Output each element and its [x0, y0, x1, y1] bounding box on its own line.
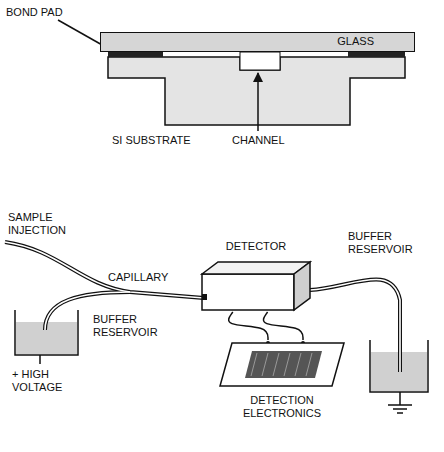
node-label: DETECTOR: [198, 240, 314, 253]
part-label: CAPILLARY: [108, 271, 178, 284]
detector-box: DETECTOR: [198, 240, 314, 312]
part-label: BUFFER RESERVOIR: [93, 313, 163, 339]
part-label: BUFFER RESERVOIR: [348, 230, 428, 256]
wire: [263, 312, 303, 340]
part-label: SI SUBSTRATE: [112, 134, 202, 147]
part-label: BOND PAD: [6, 6, 76, 19]
leader-line: [257, 73, 259, 131]
wire: [229, 312, 268, 340]
glass-plate: GLASS: [100, 32, 415, 52]
wire: [39, 355, 41, 364]
part-label: SAMPLE INJECTION: [8, 211, 84, 237]
ground-symbol: [388, 392, 412, 413]
detector-shape: [198, 260, 314, 312]
node-label: GLASS: [101, 33, 374, 50]
part-label: CHANNEL: [232, 134, 302, 147]
electronics-board: DETECTION ELECTRONICS: [212, 340, 352, 440]
board-shape: [212, 340, 352, 390]
node-label: DETECTION ELECTRONICS: [237, 394, 327, 420]
channel: [240, 52, 280, 70]
terminal-label: + HIGH VOLTAGE: [12, 368, 76, 394]
